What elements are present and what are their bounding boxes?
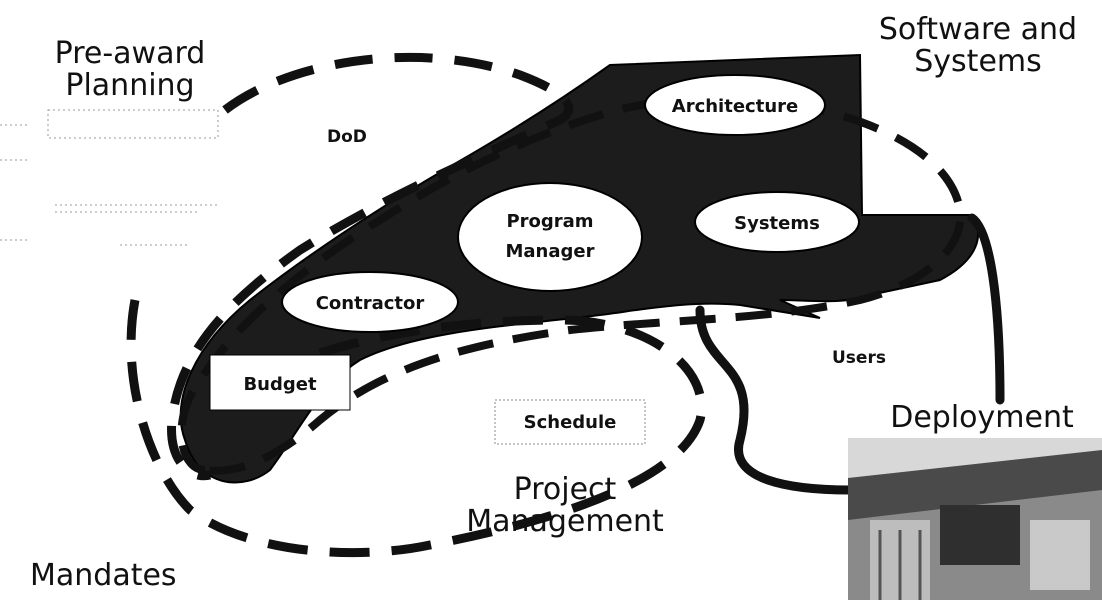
pre-award-planning-title: Pre-award Planning xyxy=(54,36,206,103)
systems-deployment-connector xyxy=(967,213,1005,405)
dod-label: DoD xyxy=(327,127,367,147)
architecture-node: Architecture xyxy=(644,74,826,136)
users-label: Users xyxy=(832,348,886,368)
schedule-node: Schedule xyxy=(494,399,646,445)
program-manager-node: Program Manager xyxy=(457,182,643,292)
deployment-title: Deployment xyxy=(890,400,1074,435)
architecture-label: Architecture xyxy=(672,96,798,117)
budget-label: Budget xyxy=(243,374,317,395)
dod-boundary-dashed xyxy=(167,52,574,481)
software-systems-title: Software and Systems xyxy=(878,12,1078,79)
schedule-label: Schedule xyxy=(524,412,617,433)
inner-boundary-dashed xyxy=(177,94,965,475)
systems-node: Systems xyxy=(694,191,860,253)
program-manager-label-line2: Manager xyxy=(506,241,595,262)
deployment-photo xyxy=(848,438,1102,600)
users-deployment-connector xyxy=(695,305,855,495)
project-management-title: Project Management xyxy=(466,472,664,539)
contractor-node: Contractor xyxy=(281,271,459,333)
mandates-title: Mandates xyxy=(30,558,177,593)
systems-label: Systems xyxy=(734,213,820,234)
budget-node: Budget xyxy=(209,354,351,411)
scanned-document-fragment xyxy=(0,109,220,246)
program-manager-label-line1: Program xyxy=(506,211,593,232)
project-management-boundary-dashed xyxy=(126,299,706,558)
contractor-label: Contractor xyxy=(316,293,425,314)
